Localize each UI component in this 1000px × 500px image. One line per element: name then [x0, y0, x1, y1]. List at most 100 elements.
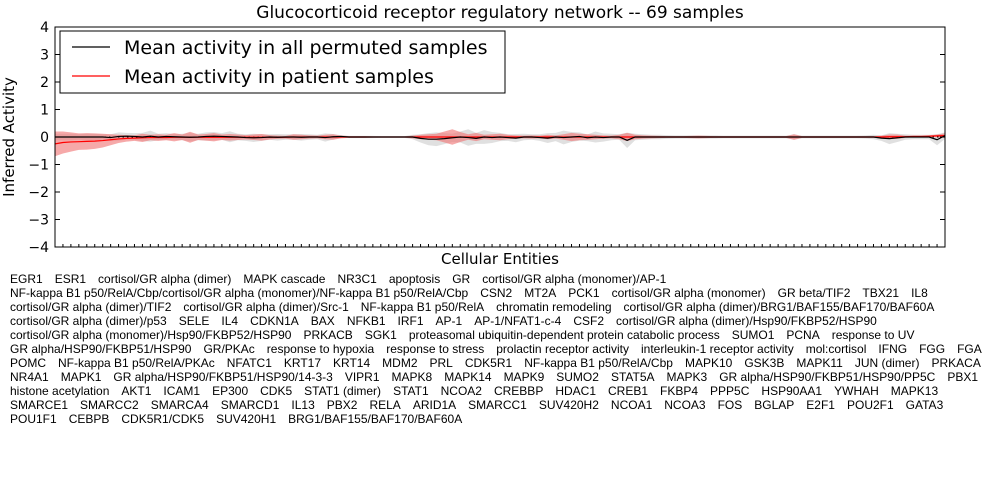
chart-title: Glucocorticoid receptor regulatory netwo…	[256, 3, 744, 23]
x-tick-label: PRL	[429, 356, 453, 370]
x-tick-label: GR	[452, 272, 471, 286]
x-tick-label: AP-1	[435, 314, 463, 328]
x-tick-label: EP300	[212, 384, 249, 398]
x-tick-label: cortisol/GR alpha (dimer)/TIF2	[10, 300, 172, 314]
y-tick-label: 3	[40, 48, 49, 64]
x-tick-label: FKBP4	[660, 384, 699, 398]
x-tick-label: CSN2	[480, 286, 513, 300]
x-tick-label: POU2F1	[846, 398, 894, 412]
x-tick-label: PBX2	[326, 398, 358, 412]
x-tick-label: SMARCE1	[10, 398, 69, 412]
x-tick-label: PPP5C	[710, 384, 750, 398]
x-tick-label: PRKACB	[303, 328, 353, 342]
x-tick-label: PCNA	[786, 328, 820, 342]
legend: Mean activity in all permuted samples Me…	[59, 30, 506, 94]
y-tick-label: 4	[40, 20, 49, 36]
x-tick-label: response to stress	[386, 342, 485, 356]
x-tick-label: CDK5R1/CDK5	[121, 412, 205, 426]
y-tick-label: 1	[40, 103, 49, 119]
y-tick-label: −2	[28, 185, 49, 201]
x-tick-label: MAPK13	[890, 384, 939, 398]
x-tick-label: SMARCA4	[150, 398, 209, 412]
x-tick-label: MAPK14	[444, 370, 492, 384]
x-tick-label: cortisol/GR alpha (dimer)/p53	[10, 314, 167, 328]
x-tick-label: cortisol/GR alpha (dimer)/BRG1/BAF155/BA…	[623, 300, 935, 314]
x-tick-label: chromatin remodeling	[496, 300, 612, 314]
x-axis-label: Cellular Entities	[441, 250, 559, 268]
x-tick-label: SUMO1	[731, 328, 775, 342]
x-tick-label: ESR1	[54, 272, 87, 286]
x-tick-label: MAPK3	[666, 370, 708, 384]
x-tick-label: PBX1	[947, 370, 979, 384]
x-tick-label: FGG	[919, 342, 946, 356]
x-tick-label: POMC	[10, 356, 46, 370]
lines-layer	[54, 135, 946, 145]
x-tick-label: FOS	[717, 398, 743, 412]
x-tick-label: BAX	[310, 314, 335, 328]
x-tick-label: PCK1	[568, 286, 600, 300]
x-tick-label: SUV420H1	[216, 412, 277, 426]
x-tick-label: CREB1	[608, 384, 649, 398]
chart: Glucocorticoid receptor regulatory netwo…	[0, 3, 946, 268]
y-axis-label: Inferred Activity	[0, 77, 18, 197]
x-tick-label: SUMO2	[556, 370, 599, 384]
x-tick-label: proteasomal ubiquitin-dependent protein …	[408, 328, 720, 342]
x-tick-label: NCOA1	[610, 398, 653, 412]
legend-box	[59, 30, 506, 94]
x-tick-label: histone acetylation	[10, 384, 110, 398]
x-tick-label: YWHAH	[834, 384, 879, 398]
x-tick-label: POU1F1	[10, 412, 57, 426]
x-tick-label: CDK5	[260, 384, 293, 398]
x-tick-label: GR/PKAc	[203, 342, 255, 356]
x-tick-label: VIPR1	[344, 370, 380, 384]
x-tick-label: HDAC1	[555, 384, 597, 398]
x-tick-label: prolactin receptor activity	[496, 342, 629, 356]
x-tick-label: NR4A1	[10, 370, 49, 384]
band-series-1	[55, 129, 945, 157]
x-tick-label: STAT1 (dimer)	[304, 384, 382, 398]
x-tick-label: MDM2	[382, 356, 418, 370]
x-tick-label: CSF2	[573, 314, 605, 328]
x-tick-label: PRKACA	[931, 356, 981, 370]
x-tick-label: EGR1	[10, 272, 43, 286]
x-tick-label: GATA3	[905, 398, 944, 412]
x-tick-label: GR alpha/HSP90/FKBP51/HSP90/PP5C	[719, 370, 936, 384]
x-tick-label: NF-kappa B1 p50/RelA	[360, 300, 485, 314]
x-tick-label: SGK1	[364, 328, 397, 342]
x-tick-label: BGLAP	[754, 398, 795, 412]
x-tick-label: SMARCC2	[80, 398, 139, 412]
x-tick-label: CREBBP	[493, 384, 544, 398]
line-series-0	[55, 135, 946, 141]
x-tick-label: GR alpha/HSP90/FKBP51/HSP90/14-3-3	[113, 370, 333, 384]
x-tick-label: NFKB1	[346, 314, 386, 328]
legend-label-patient: Mean activity in patient samples	[124, 66, 434, 88]
x-tick-label: TBX21	[862, 286, 900, 300]
y-tick-label: −3	[28, 213, 49, 229]
x-tick-label: cortisol/GR alpha (monomer)/AP-1	[482, 272, 667, 286]
x-tick-label: FGA	[957, 342, 982, 356]
x-tick-label: MAPK11	[796, 356, 843, 370]
x-tick-label: MAPK cascade	[243, 272, 326, 286]
x-tick-label: cortisol/GR alpha (dimer)/Hsp90/FKBP52/H…	[616, 314, 877, 328]
x-tick-label: STAT5A	[610, 370, 655, 384]
x-tick-label: ICAM1	[163, 384, 201, 398]
x-tick-label: response to UV	[831, 328, 915, 342]
x-tick-label: IFNG	[878, 342, 908, 356]
x-tick-label: MT2A	[524, 286, 557, 300]
x-tick-label: NFATC1	[226, 356, 272, 370]
x-tick-label: NF-kappa B1 p50/RelA/Cbp/cortisol/GR alp…	[10, 286, 469, 300]
x-tick-label: IRF1	[397, 314, 424, 328]
x-tick-label: KRT17	[283, 356, 322, 370]
y-tick-label: 2	[40, 75, 49, 91]
x-tick-label: AP-1/NFAT1-c-4	[474, 314, 562, 328]
x-tick-label: STAT1	[393, 384, 429, 398]
x-tick-label: NCOA3	[664, 398, 706, 412]
x-tick-label: GSK3B	[744, 356, 785, 370]
x-tick-label: MAPK9	[503, 370, 545, 384]
x-tick-label: ARID1A	[412, 398, 457, 412]
x-tick-label: IL13	[291, 398, 315, 412]
x-tick-label: CDK5R1	[464, 356, 513, 370]
x-tick-label: NF-kappa B1 p50/RelA/PKAc	[58, 356, 215, 370]
x-tick-label: BRG1/BAF155/BAF170/BAF60A	[288, 412, 463, 426]
